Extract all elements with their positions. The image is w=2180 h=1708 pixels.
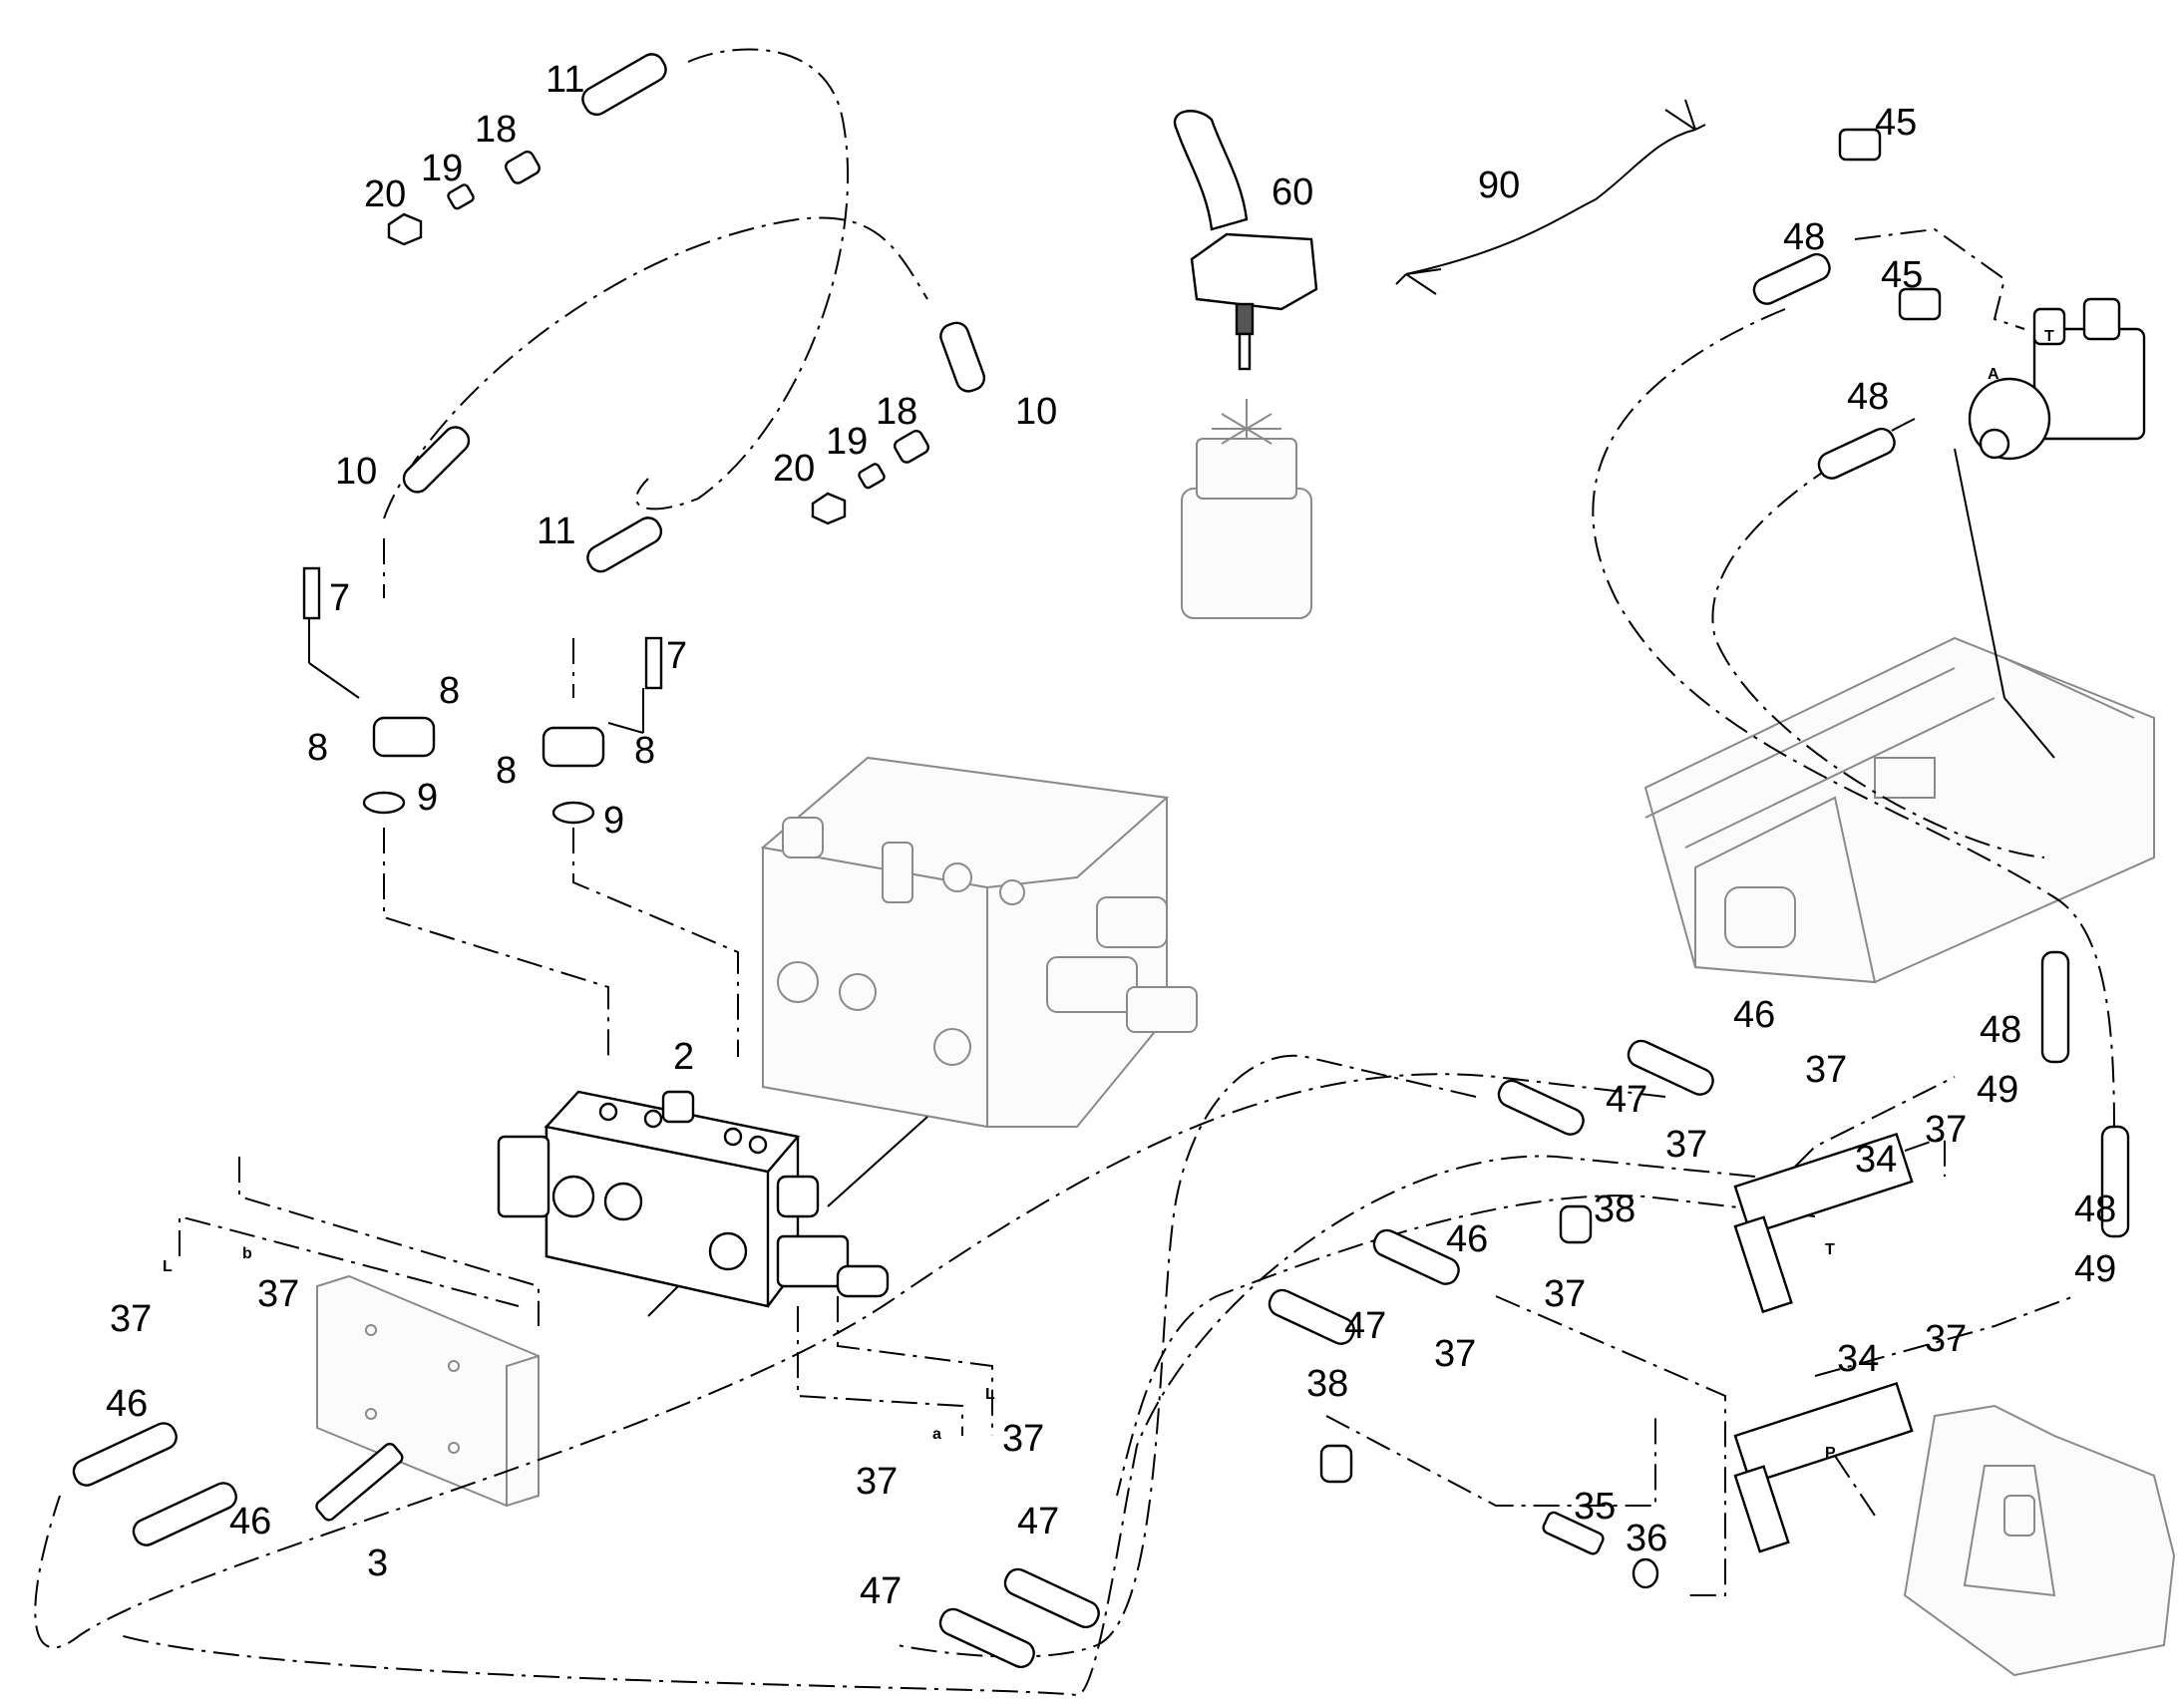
callout-3: 3	[367, 1542, 388, 1584]
machine-frame-ghost	[1643, 636, 2155, 984]
callout-7-left: 7	[329, 577, 350, 619]
callout-36: 36	[1626, 1518, 1667, 1559]
callout-37-middle-lower: 37	[1434, 1333, 1476, 1375]
callout-20-middle: 20	[773, 448, 815, 490]
callout-60: 60	[1272, 171, 1313, 213]
port-label-L-right: L	[985, 1386, 995, 1403]
port-label-a: a	[932, 1426, 941, 1443]
callout-37-bottom-left: 37	[856, 1461, 898, 1503]
hydraulic-pump-ghost	[1181, 399, 1312, 619]
callout-47-bottom-left: 47	[860, 1570, 902, 1612]
callout-20-top: 20	[364, 173, 406, 215]
port-label-b: b	[242, 1245, 252, 1262]
main-valve-block-ghost	[760, 756, 1198, 1129]
callout-37-right-middle: 37	[1925, 1109, 1967, 1151]
callout-46-right-top: 46	[1733, 994, 1775, 1036]
callout-34-upper: 34	[1855, 1139, 1897, 1181]
port-labels: L b a L T A T P	[163, 328, 2054, 1462]
control-valve-section	[497, 1090, 890, 1308]
callout-7-middle: 7	[666, 635, 687, 677]
callout-8-middle-left: 8	[496, 750, 517, 792]
callout-37-middle-upper: 37	[1544, 1273, 1586, 1315]
callout-48-right-lower: 48	[2074, 1189, 2116, 1230]
callout-37-left-outer: 37	[110, 1298, 152, 1340]
callouts: 11 18 19 20 10 7 8 8 9 11 7 8 8 9 20 19 …	[106, 59, 2116, 1612]
callout-18-top: 18	[475, 109, 517, 151]
callout-90: 90	[1478, 165, 1520, 206]
wiring-harness	[1395, 99, 1706, 295]
callout-38-lower: 38	[1306, 1363, 1348, 1405]
callout-11-middle: 11	[537, 511, 575, 552]
callout-34-lower: 34	[1837, 1338, 1879, 1380]
callout-9-left: 9	[417, 777, 438, 819]
hoses-and-fittings	[72, 53, 2130, 1669]
callout-45-top: 45	[1875, 102, 1917, 144]
callout-8-left-lower: 8	[307, 727, 328, 769]
callout-46-left-upper: 46	[106, 1383, 148, 1425]
callout-49-lower: 49	[2074, 1248, 2116, 1290]
callout-2: 2	[673, 1036, 694, 1078]
callout-47-middle: 47	[1344, 1305, 1386, 1347]
callout-10-left: 10	[335, 451, 377, 493]
callout-47-bottom-right: 47	[1017, 1501, 1059, 1542]
callout-19-middle: 19	[826, 421, 868, 463]
pressure-blocks	[1733, 1132, 1914, 1553]
callout-19-top: 19	[421, 148, 463, 189]
callout-10-middle: 10	[1015, 391, 1057, 433]
pilot-valve-assembly	[1968, 297, 2146, 461]
port-label-L-left: L	[163, 1258, 173, 1275]
callout-47-right-top: 47	[1606, 1079, 1647, 1121]
callout-37-right-second: 37	[1665, 1124, 1707, 1166]
callout-48-top: 48	[1783, 216, 1825, 258]
callout-8-left-upper: 8	[439, 670, 460, 712]
callout-8-middle-right: 8	[634, 730, 655, 772]
callout-9-middle: 9	[603, 800, 624, 842]
callout-46-middle: 46	[1446, 1218, 1488, 1260]
callout-38-upper: 38	[1594, 1189, 1635, 1230]
callout-45-middle: 45	[1881, 254, 1923, 296]
port-label-A-pilot: A	[1988, 366, 1999, 383]
callout-49-upper: 49	[1977, 1069, 2018, 1111]
callout-37-right-top: 37	[1805, 1049, 1847, 1091]
callout-48-right-middle: 48	[1980, 1009, 2021, 1051]
callout-11-top: 11	[545, 59, 584, 101]
port-label-P-block: P	[1825, 1445, 1836, 1462]
callout-37-right-lower: 37	[1925, 1318, 1967, 1360]
callout-35: 35	[1574, 1486, 1616, 1528]
callout-18-middle: 18	[876, 391, 917, 433]
callout-48-middle: 48	[1847, 376, 1889, 418]
port-label-T-block: T	[1825, 1241, 1835, 1258]
callout-46-left-lower: 46	[229, 1501, 271, 1542]
port-label-T-pilot: T	[2044, 328, 2054, 345]
joystick	[1173, 110, 1318, 371]
callout-37-bottom-right: 37	[1002, 1418, 1044, 1460]
callout-37-left-inner: 37	[257, 1273, 299, 1315]
loader-arm-ghost	[1903, 1404, 2176, 1677]
